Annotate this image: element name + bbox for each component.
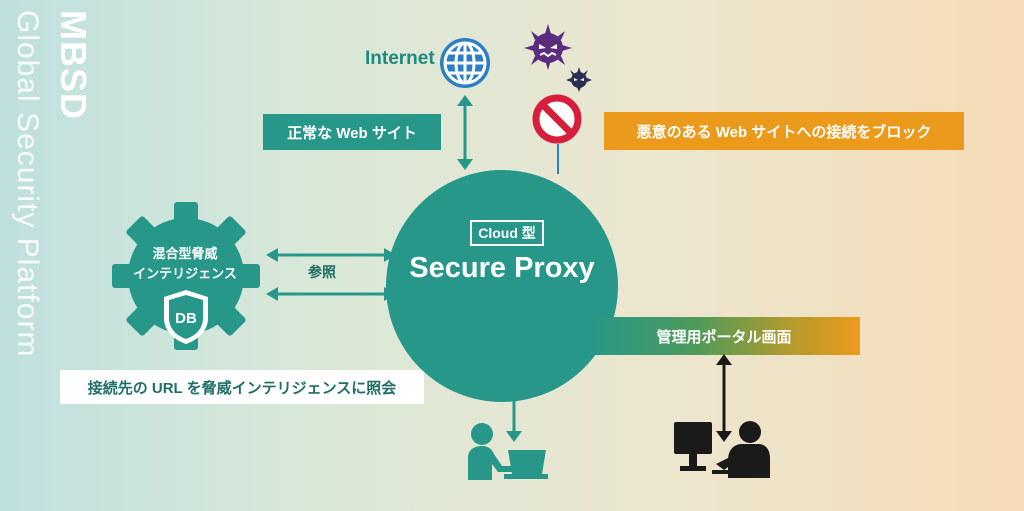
- virus-icon: [524, 24, 572, 70]
- admin-portal-label: 管理用ポータル画面: [588, 317, 860, 355]
- intel-title-line1: 混合型脅威: [152, 246, 218, 261]
- internet-arrow: [457, 95, 473, 170]
- brand-subtitle: Global Security Platform: [11, 10, 44, 358]
- intel-title-line2: インテリジェンス: [133, 266, 237, 281]
- user-arrow: [506, 388, 522, 442]
- secure-proxy-title: Secure Proxy: [409, 252, 595, 284]
- internet-label: Internet: [365, 48, 435, 69]
- virus-icon: [566, 67, 592, 92]
- user-laptop-icon: [468, 423, 548, 480]
- ban-connector-line: [557, 144, 559, 174]
- query-label: 接続先の URL を脅威インテリジェンスに照会: [60, 370, 424, 404]
- admin-monitor-icon: [674, 421, 770, 478]
- normal-site-label: 正常な Web サイト: [263, 114, 441, 150]
- globe-icon: [440, 38, 490, 88]
- secure-proxy-circle: [386, 170, 618, 402]
- ban-icon: [532, 94, 582, 144]
- reference-label: 参照: [308, 264, 336, 280]
- cloud-type-tag: Cloud 型: [470, 220, 544, 246]
- shield-db-label: DB: [175, 310, 197, 327]
- gear-icon: [112, 202, 260, 350]
- admin-arrow: [716, 354, 732, 442]
- shield-icon: DB: [164, 290, 208, 344]
- brand-title: MBSD: [53, 10, 94, 120]
- reference-arrow-bottom: [266, 287, 396, 301]
- block-site-label: 悪意のある Web サイトへの接続をブロック: [604, 112, 964, 150]
